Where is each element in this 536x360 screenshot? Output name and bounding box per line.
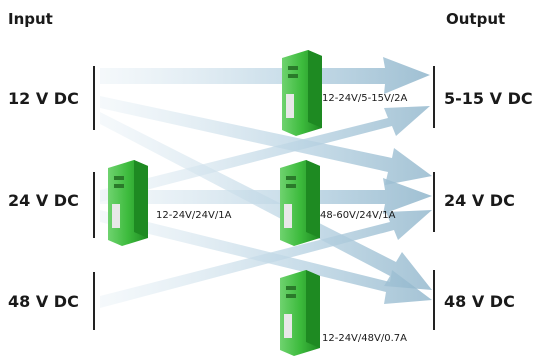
arrow-24v-to-24v: [100, 178, 432, 214]
module-m4: [280, 270, 320, 356]
input-label-12v: 12 V DC: [8, 89, 79, 108]
module-m1: [282, 50, 322, 136]
output-label-24v: 24 V DC: [444, 191, 515, 210]
input-header: Input: [8, 10, 53, 28]
module-label-m2: 12-24V/24V/1A: [156, 210, 232, 221]
module-label-m4: 12-24V/48V/0.7A: [322, 333, 407, 344]
module-m3: [280, 160, 320, 246]
output-header: Output: [446, 10, 506, 28]
input-label-48v: 48 V DC: [8, 292, 79, 311]
arrow-48v-to-24v: [100, 210, 432, 308]
output-label-48v: 48 V DC: [444, 292, 515, 311]
module-label-m3: 48-60V/24V/1A: [320, 210, 396, 221]
arrow-24v-to-5-15v: [100, 106, 430, 202]
module-label-m1: 12-24V/5-15V/2A: [322, 93, 408, 104]
output-label-5-15v: 5-15 V DC: [444, 89, 533, 108]
module-m2: [108, 160, 148, 246]
input-label-24v: 24 V DC: [8, 191, 79, 210]
arrows-layer: [100, 57, 432, 308]
arrow-12v-to-5-15v: [100, 57, 430, 94]
arrow-12v-to-24v: [100, 96, 432, 185]
